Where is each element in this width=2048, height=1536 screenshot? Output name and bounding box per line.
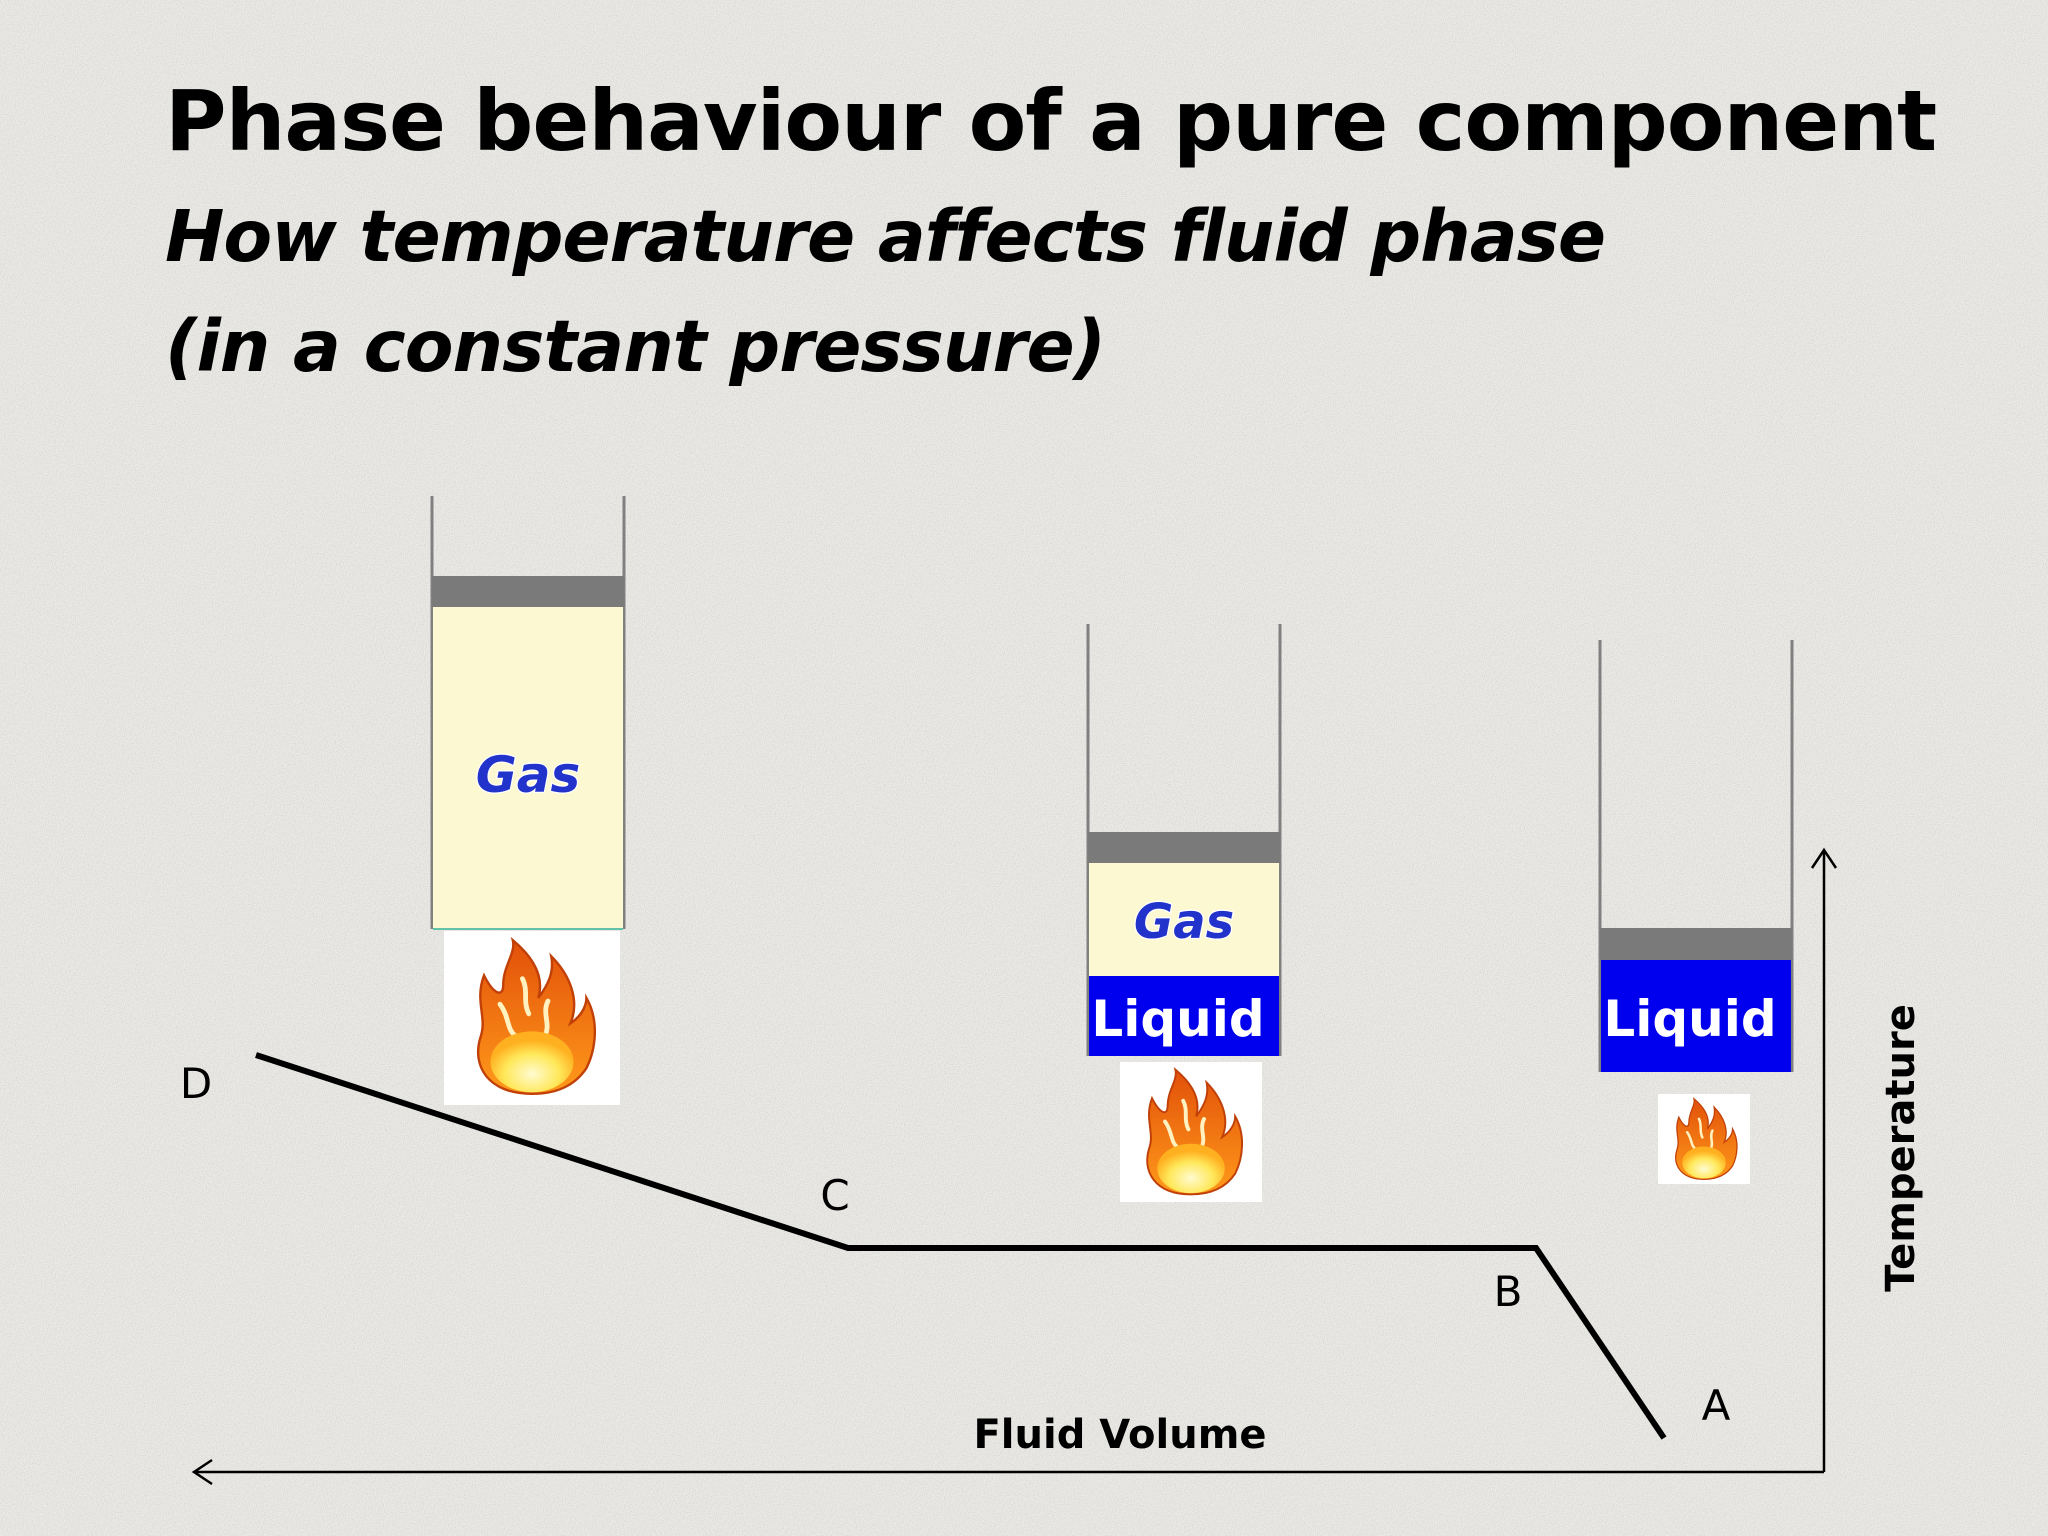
flame-icon bbox=[1120, 1062, 1262, 1202]
y-axis-label: Temperature bbox=[1878, 1004, 1924, 1292]
gas-phase bbox=[433, 606, 623, 929]
cylinder-gas-liquid: Gas Liquid bbox=[1086, 624, 1282, 1056]
liquid-phase bbox=[1601, 960, 1791, 1072]
temperature-volume-curve bbox=[255, 1052, 1667, 1440]
slide-title: Phase behaviour of a pure component bbox=[165, 72, 1937, 170]
slide-subtitle-line2: (in a constant pressure) bbox=[165, 305, 1106, 388]
x-axis-arrowhead bbox=[191, 1458, 213, 1486]
piston bbox=[432, 576, 624, 607]
point-b-label: B bbox=[1494, 1267, 1523, 1316]
slide-subtitle-line1: How temperature affects fluid phase bbox=[165, 195, 1606, 278]
liquid-phase bbox=[1089, 976, 1279, 1056]
cylinder-liquid-only: Liquid bbox=[1598, 640, 1794, 1072]
point-a-label: A bbox=[1702, 1381, 1731, 1430]
point-c-label: C bbox=[820, 1171, 849, 1220]
gas-label: Gas bbox=[476, 746, 581, 804]
axes: Fluid Volume Temperature bbox=[191, 847, 1924, 1486]
liquid-label: Liquid bbox=[1091, 990, 1264, 1048]
flame-icon bbox=[1658, 1094, 1750, 1184]
piston bbox=[1600, 928, 1792, 960]
x-axis-label: Fluid Volume bbox=[973, 1412, 1266, 1458]
piston bbox=[1088, 832, 1280, 863]
point-d-label: D bbox=[180, 1059, 212, 1108]
liquid-label: Liquid bbox=[1603, 990, 1776, 1048]
gas-phase bbox=[1089, 862, 1279, 976]
flame-icon bbox=[444, 931, 620, 1105]
cylinder-gas-only: Gas bbox=[430, 496, 626, 930]
y-axis-arrowhead bbox=[1810, 847, 1838, 869]
gas-label: Gas bbox=[1134, 894, 1234, 950]
